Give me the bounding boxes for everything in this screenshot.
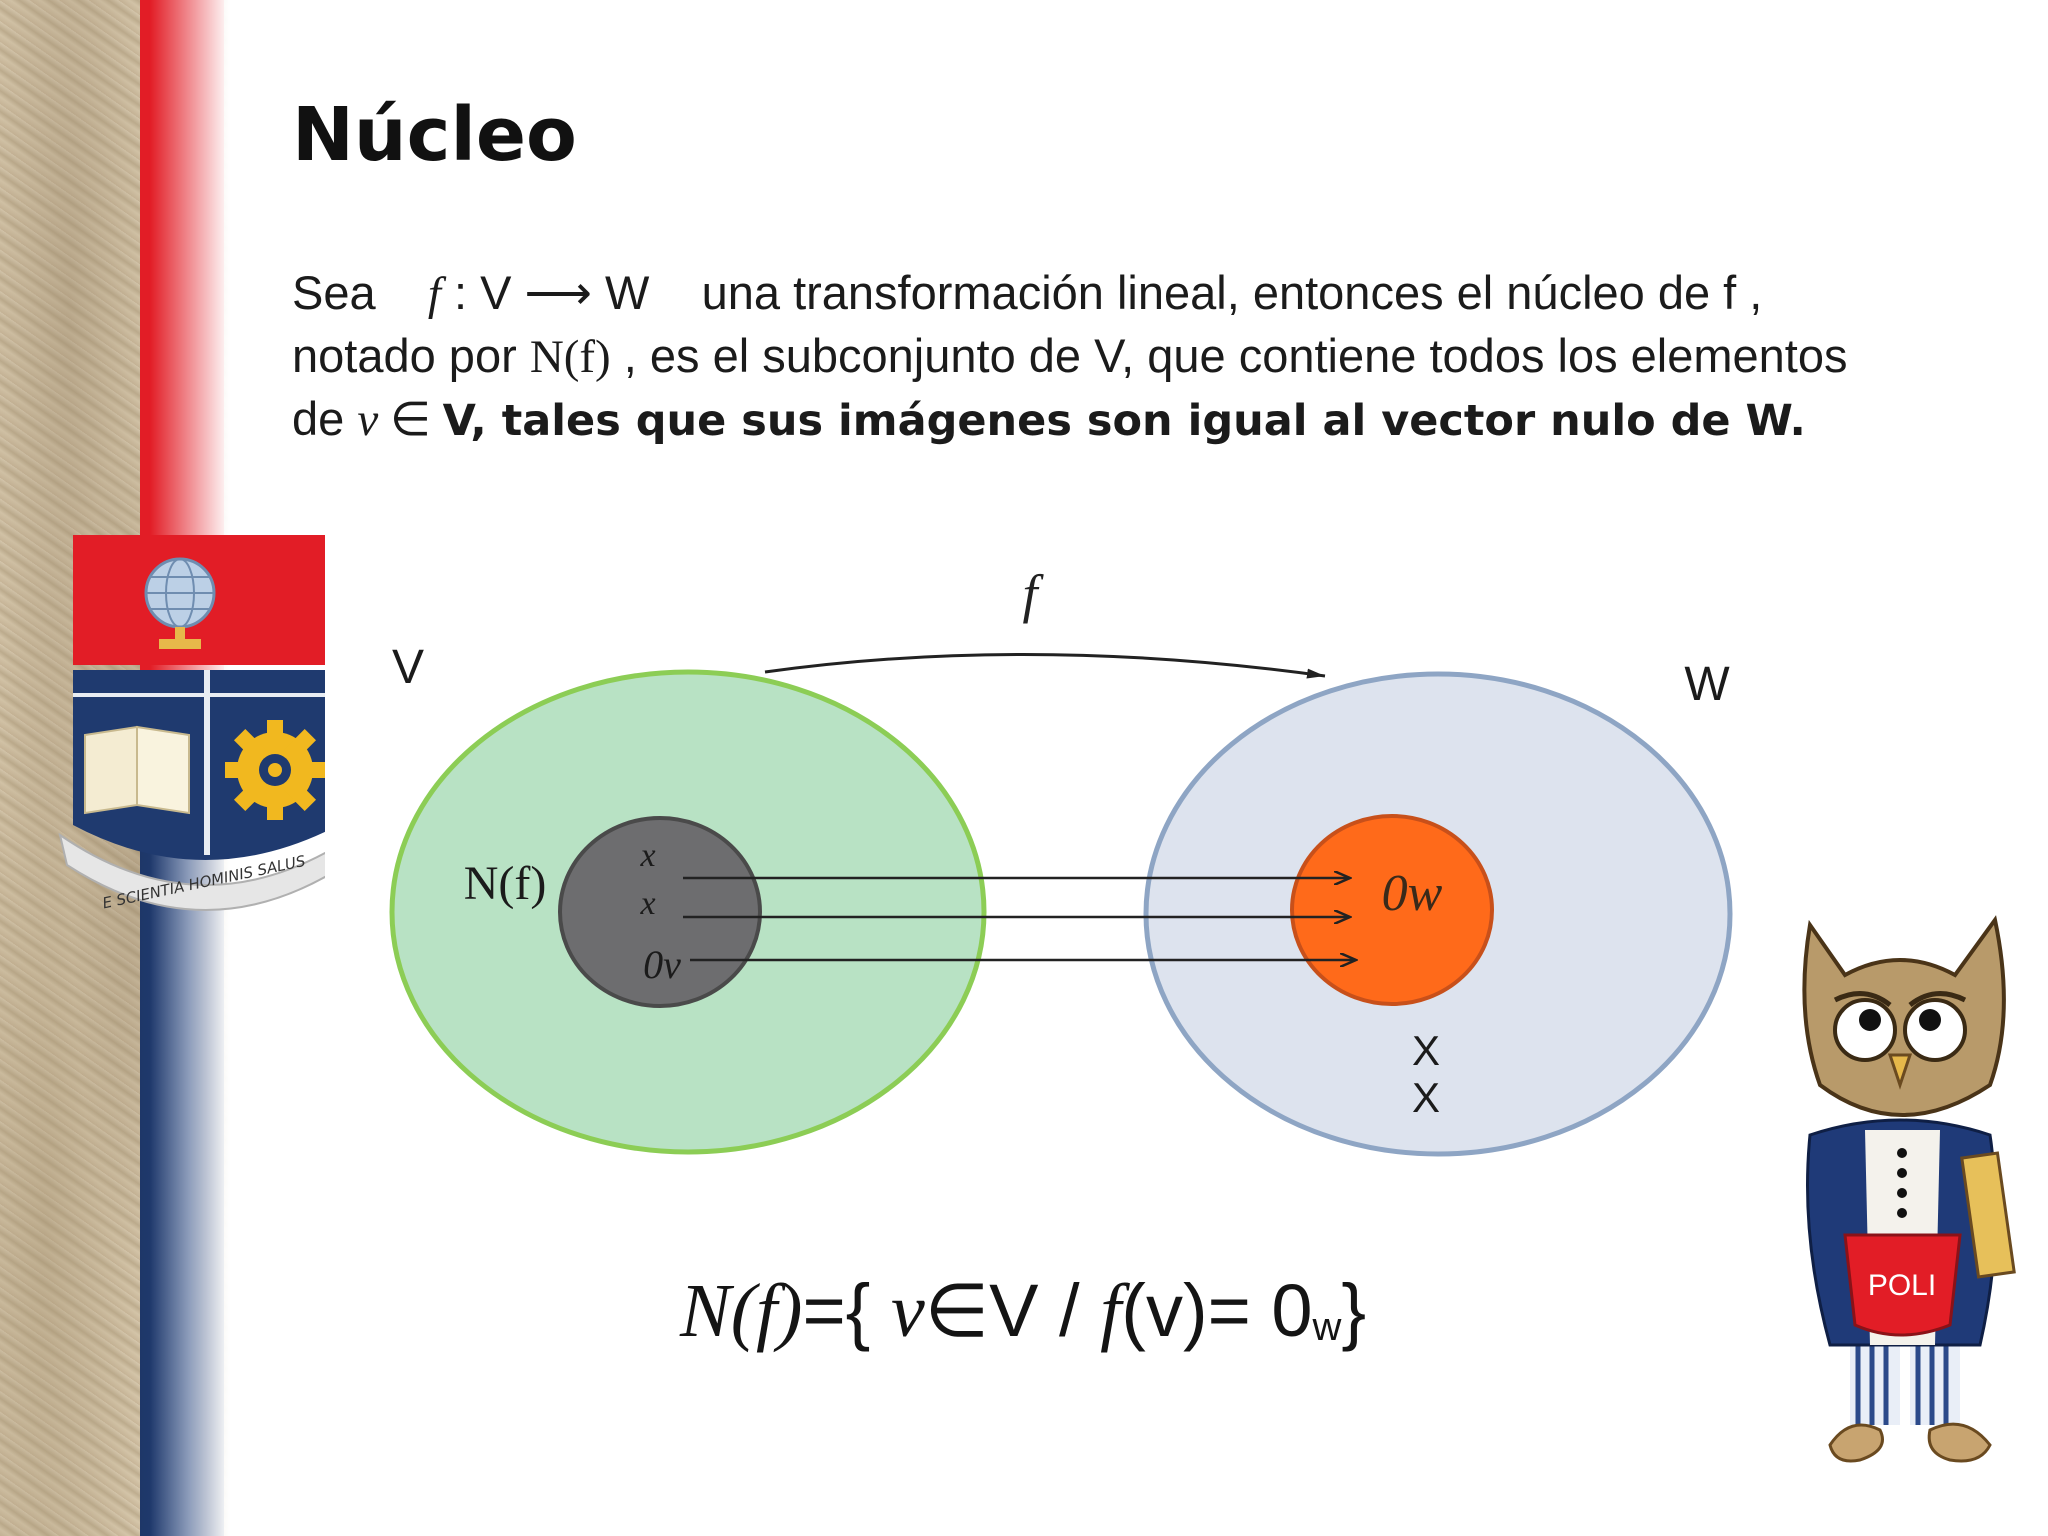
kernel-zero-v: 0v [643,942,681,987]
formula-f: f [1100,1269,1122,1353]
kernel-formula: N(f)={ v∈V / f(v)= 0w} [680,1268,1366,1355]
owl-book-icon [1960,1151,2016,1279]
university-crest-logo: E SCIENTIA HOMINIS SALUS [58,535,325,912]
def-notado: notado por [292,329,530,382]
owl-foot-left [1828,1423,1884,1463]
map-label: f [1022,564,1044,624]
def-f: f [427,268,441,320]
set-w-label: W [1684,658,1730,711]
w-element-2: X [1412,1074,1440,1121]
def-nf: N(f) [529,331,611,383]
owl-shirt-buttons [1897,1148,1907,1218]
definition-line-2: notado por N(f) , es el subconjunto de V… [292,325,2012,388]
def-bold-tail: V, tales que sus imágenes son igual al v… [442,396,1806,446]
formula-fv-eq: (v)= 0 [1121,1269,1313,1352]
formula-nf: N(f) [680,1269,803,1353]
def-arrow: ⟶ [524,266,592,319]
owl-head [1802,915,2006,1117]
def-tail-1: una transformación lineal, entonces el n… [662,266,1763,319]
set-v-label: V [392,641,424,694]
page-title: Núcleo [292,92,577,178]
owl-eyes [1833,991,1967,1062]
w-element-1: X [1412,1027,1440,1074]
crest-ribbon [58,832,325,911]
definition-paragraph: Sea f : V ⟶ W una transformación lineal,… [292,262,2012,452]
book-icon [84,725,190,815]
definition-line-3: de v ∈ V, tales que sus imágenes son igu… [292,388,2012,452]
def-w: W [604,266,650,319]
def-in: ∈ [378,394,443,446]
crest-shield [73,670,325,860]
gear-icon [225,720,325,820]
formula-in-v: ∈V / [924,1269,1101,1352]
owl-beak [1887,1053,1913,1090]
zero-w-label: 0w [1382,865,1443,922]
def-v: v [357,394,379,446]
kernel-label: N(f) [464,857,547,910]
formula-eq-open: ={ [802,1269,891,1352]
def-de: de [292,392,358,445]
kernel-element-1: x [639,837,655,874]
def-tail-2: , es el subconjunto de V, que contiene t… [610,329,1848,382]
definition-line-1: Sea f : V ⟶ W una transformación lineal,… [292,262,2012,325]
owl-foot-right [1927,1422,1992,1463]
owl-vest-text: POLI [1868,1269,1936,1302]
formula-sub-w: w [1312,1305,1342,1349]
def-sea: Sea [292,266,376,319]
def-colon-v: : V [454,266,525,319]
map-arrow [764,652,1326,679]
formula-close: } [1341,1269,1367,1352]
owl-mascot: POLI [1802,915,2016,1463]
globe-icon [144,557,216,649]
kernel-element-2: x [639,885,655,922]
owl-vest [1843,1233,1962,1337]
formula-v: v [890,1269,925,1353]
